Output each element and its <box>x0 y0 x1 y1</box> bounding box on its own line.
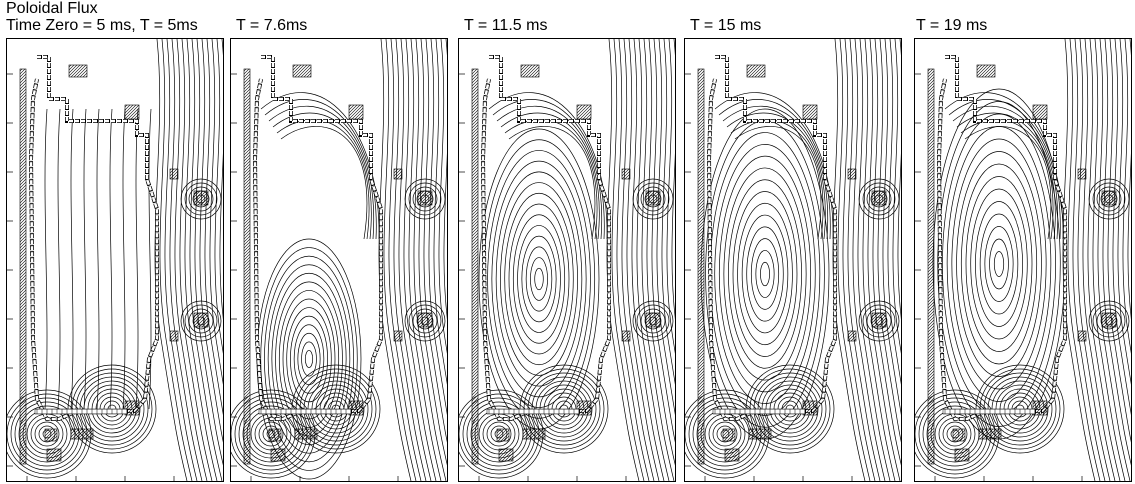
flux-contour-plot <box>231 39 447 481</box>
flux-panel-4 <box>914 38 1132 482</box>
panel-label-4: T = 19 ms <box>916 17 988 34</box>
flux-panel-0 <box>6 38 224 482</box>
figure-title: Poloidal Flux <box>6 0 98 17</box>
panel-label-1: T = 7.6ms <box>236 17 308 34</box>
panel-label-0: Time Zero = 5 ms, T = 5ms <box>6 17 198 34</box>
flux-panel-1 <box>230 38 448 482</box>
flux-panel-3 <box>684 38 902 482</box>
flux-contour-plot <box>685 39 901 481</box>
panel-label-2: T = 11.5 ms <box>464 17 548 34</box>
flux-contour-plot <box>459 39 675 481</box>
panel-label-3: T = 15 ms <box>690 17 762 34</box>
flux-contour-plot <box>915 39 1131 481</box>
flux-contour-plot <box>7 39 223 481</box>
flux-panel-2 <box>458 38 676 482</box>
